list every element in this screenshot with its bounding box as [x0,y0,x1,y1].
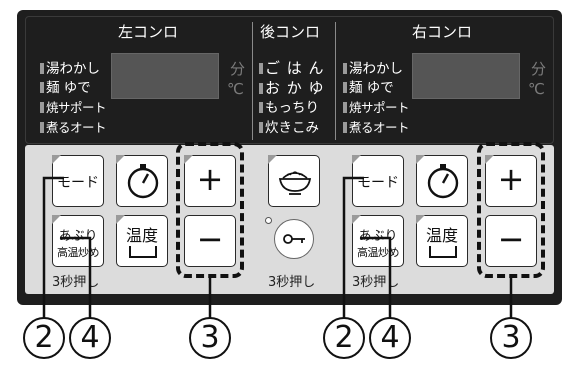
right-plusminus-highlight [477,142,545,278]
stopwatch-icon [427,164,459,199]
right-menu-item: 麺 ゆで [343,78,394,98]
right-temperature-label: 温度 [425,226,458,245]
touch-marker [416,215,425,224]
left-unit-minutes: 分 [230,60,246,78]
stopwatch-icon [127,164,159,199]
rear-burner-title: 後コンロ [260,23,321,41]
right-plus-label: + [497,160,525,198]
right-minus-label: − [497,220,525,258]
rear-rice-button[interactable] [268,155,320,207]
touch-marker [52,215,61,224]
right-mode-label: モード [357,175,399,191]
left-menu-item: 焼サポート [40,98,107,118]
callout-number: 2 [323,317,365,359]
right-mode-button[interactable]: モード [352,155,404,207]
rear-menu-item: もっちり [259,98,319,118]
left-minus-label: − [196,220,224,258]
right-plus-button[interactable]: + [485,155,537,207]
callout-number: 3 [490,317,532,359]
touch-marker [485,155,494,164]
rear-lock-button[interactable] [274,219,314,259]
left-menu-item: 麺 ゆで [40,78,91,98]
lock-indicator-light [265,217,272,224]
rear-menu-item: お か ゆ [259,78,325,98]
touch-marker [416,155,425,164]
right-minus-button[interactable]: − [485,215,537,267]
touch-marker [52,155,61,164]
right-timer-display [412,53,520,99]
right-unit-minutes: 分 [531,60,547,78]
callout-number: 4 [69,317,111,359]
left-timer-button[interactable] [116,155,168,207]
right-aburi-label-1: あぶり [358,229,398,244]
left-burner-title: 左コンロ [118,23,179,41]
callout-number: 2 [23,317,65,359]
left-mode-button[interactable]: モード [52,155,104,207]
pot-bracket-icon [429,246,457,258]
touch-marker [352,155,361,164]
right-burner-title: 右コンロ [412,23,473,41]
left-aburi-label-1: あぶり [58,229,98,244]
left-temperature-button[interactable]: 温度 [116,215,168,267]
right-unit-celsius: ℃ [528,80,545,98]
callout-number: 3 [189,317,231,359]
left-timer-display [111,53,219,99]
left-temperature-label: 温度 [125,226,158,245]
right-menu-item: 煮るオート [343,118,410,138]
right-menu-item: 焼サポート [343,98,410,118]
left-menu-item: 湯わかし [40,59,100,79]
touch-marker [116,215,125,224]
divider-right [335,22,336,140]
right-hold-note: 3秒押し [352,275,400,290]
touch-marker [116,155,125,164]
touch-marker [352,215,361,224]
rice-bowl-icon [278,171,312,195]
left-plus-button[interactable]: + [184,155,236,207]
left-plus-label: + [196,160,224,198]
rear-menu-item: ご は ん [259,58,325,78]
touch-marker [268,155,277,164]
rear-menu-item: 炊きこみ [259,118,319,138]
pot-bracket-icon [129,246,157,258]
left-unit-celsius: ℃ [227,80,244,98]
left-mode-label: モード [57,175,99,191]
key-icon [283,234,305,244]
callout-number: 4 [369,317,411,359]
right-temperature-button[interactable]: 温度 [416,215,468,267]
right-timer-button[interactable] [416,155,468,207]
rear-hold-note: 3秒押し [268,275,316,290]
divider-left [252,22,253,140]
left-hold-note: 3秒押し [52,275,100,290]
touch-marker [184,155,193,164]
left-menu-item: 煮るオート [40,118,107,138]
left-minus-button[interactable]: − [184,215,236,267]
right-menu-item: 湯わかし [343,59,403,79]
left-plusminus-highlight [176,142,244,278]
